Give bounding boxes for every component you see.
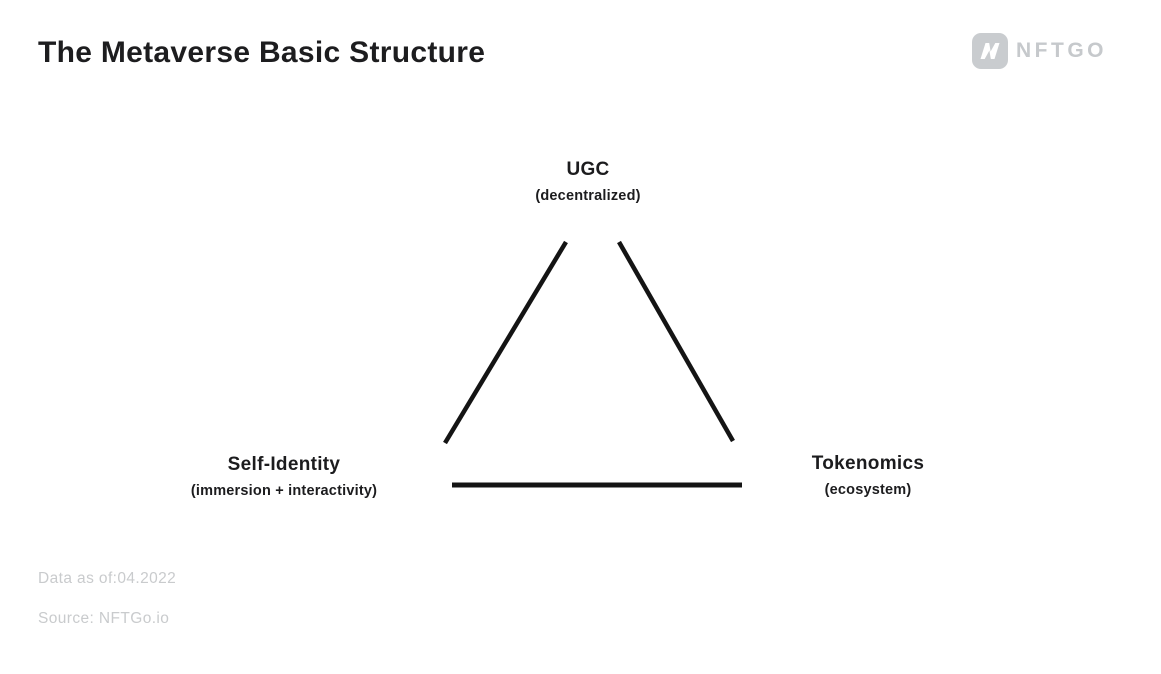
node-self-identity-sublabel: (immersion + interactivity) [190, 483, 378, 499]
triangle-right-edge [617, 240, 735, 443]
page-title: The Metaverse Basic Structure [38, 36, 486, 69]
triangle-left-edge [443, 240, 568, 445]
node-ugc: UGC (decentralized) [535, 159, 640, 204]
nftgo-wordmark: NFTGO [1016, 39, 1107, 62]
node-tokenomics: Tokenomics (ecosystem) [812, 453, 924, 498]
node-ugc-label: UGC [566, 159, 610, 180]
source-text: Source: NFTGo.io [38, 610, 170, 627]
node-tokenomics-label: Tokenomics [811, 453, 925, 474]
nftgo-logo: NFTGO [972, 33, 1107, 69]
node-tokenomics-sublabel: (ecosystem) [824, 482, 912, 498]
node-ugc-sublabel: (decentralized) [535, 188, 641, 204]
node-self-identity-label: Self-Identity [227, 454, 341, 475]
nftgo-n-icon [972, 33, 1008, 69]
node-self-identity: Self-Identity (immersion + interactivity… [191, 454, 377, 499]
data-as-of-text: Data as of:04.2022 [38, 570, 177, 587]
